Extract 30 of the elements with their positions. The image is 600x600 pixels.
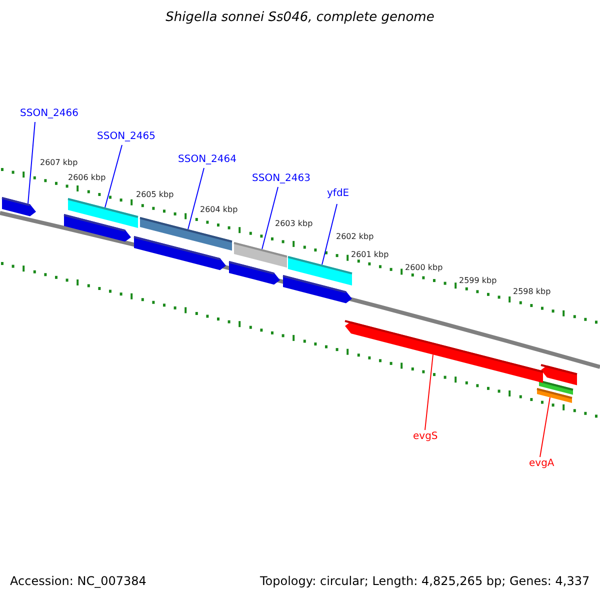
leader-line	[540, 396, 550, 458]
gene-feature	[68, 198, 138, 228]
scale-label: 2601 kbp	[351, 250, 389, 259]
scale-label: 2600 kbp	[405, 263, 443, 272]
gene-feature	[288, 256, 352, 286]
title: Shigella sonnei Ss046, complete genome	[164, 10, 436, 25]
accession-text: Accession: NC_007384	[10, 574, 146, 588]
leader-line	[322, 204, 338, 266]
gene-label: SSON_2465	[97, 131, 156, 142]
gene-label: evgS	[413, 431, 438, 442]
gene-feature	[140, 217, 232, 251]
scale-label: 2607 kbp	[40, 158, 78, 167]
gene-feature	[536, 388, 572, 403]
leader-line	[104, 144, 122, 208]
scale-label: 2605 kbp	[136, 190, 174, 199]
gene-label: SSON_2466	[20, 108, 78, 119]
gene-feature	[344, 320, 544, 383]
gene-label: SSON_2464	[178, 154, 236, 165]
gene-label: evgA	[529, 458, 554, 469]
leader-line	[262, 186, 278, 250]
scale-label: 2599 kbp	[459, 276, 497, 285]
leader-line	[188, 168, 204, 230]
gene-label: yfdE	[327, 188, 350, 199]
scale-label: 2603 kbp	[275, 219, 313, 228]
gene-feature	[234, 242, 288, 268]
leader-line	[28, 122, 36, 204]
gene-label: SSON_2463	[252, 173, 310, 184]
genome-summary-text: Topology: circular; Length: 4,825,265 bp; Genes: 4,337	[260, 574, 590, 588]
gene-feature	[2, 197, 36, 216]
leader-line	[424, 354, 434, 430]
